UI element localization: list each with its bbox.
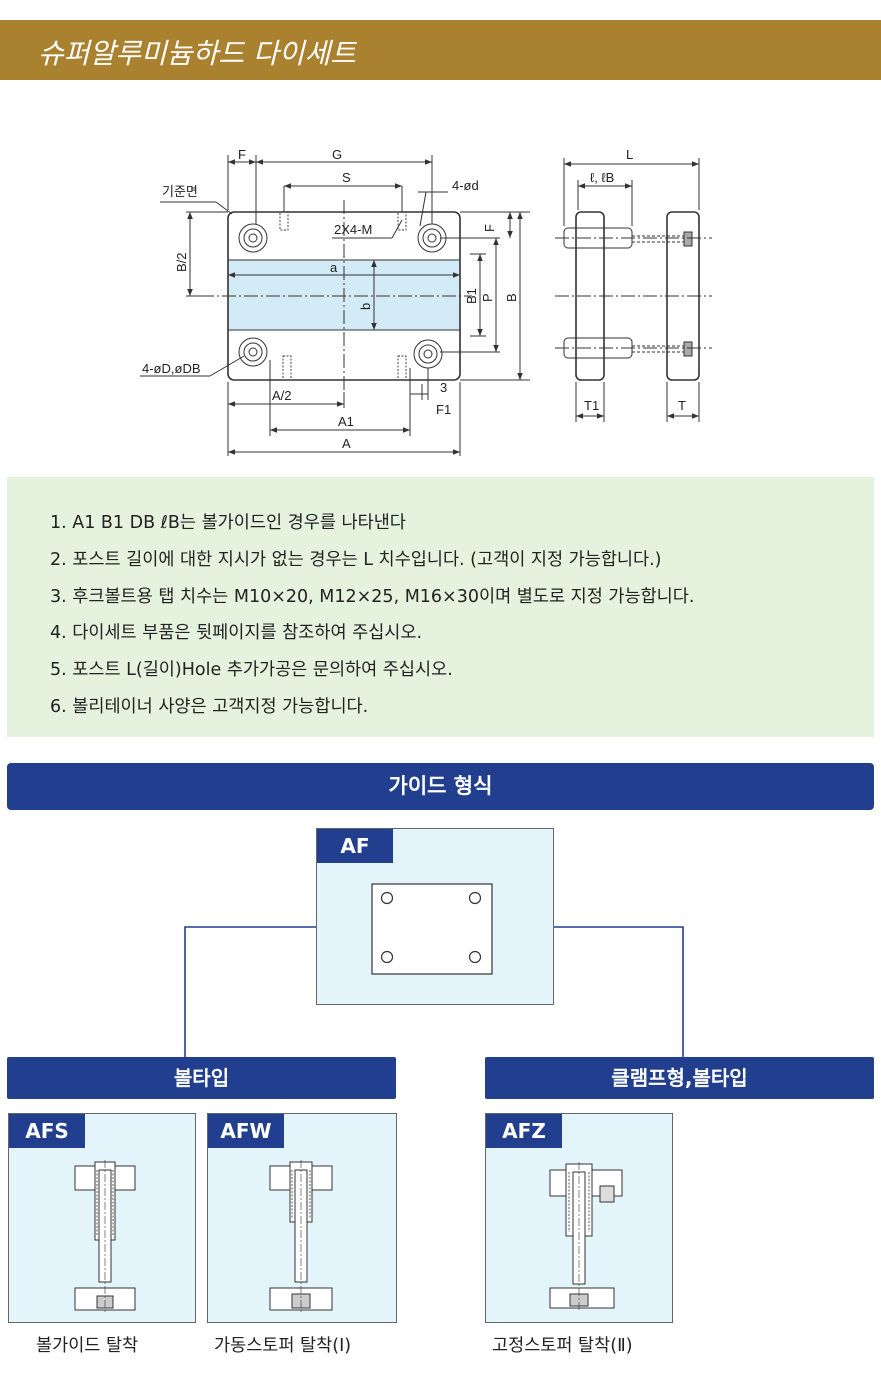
dim-half-A: A/2 [272, 388, 292, 403]
dim-P: P [480, 293, 495, 302]
dim-S: S [342, 170, 351, 185]
dim-B1: B1 [464, 288, 479, 304]
afz-caption: 고정스토퍼 탈착(Ⅱ) [492, 1336, 633, 1356]
notes-box: 1. A1 B1 DB ℓB는 볼가이드인 경우를 나타낸다 2. 포스트 길이… [7, 477, 874, 737]
dim-T1: T1 [584, 398, 599, 413]
dim-F1: F1 [436, 402, 451, 417]
guide-hole-bottom-left [238, 337, 268, 367]
afs-guide-post-icon [74, 1160, 136, 1312]
note-item: 3. 후크볼트용 탭 치수는 M10×20, M12×25, M16×30이며 … [50, 586, 695, 607]
clamp-type-label: 클램프형,볼타입 [611, 1066, 748, 1090]
side-view [555, 158, 712, 422]
afz-tag: AFZ [486, 1114, 562, 1148]
af-plate-icon [371, 883, 493, 975]
dim-L: L [626, 147, 633, 162]
afs-caption: 볼가이드 탈착 [36, 1336, 139, 1356]
dim-hole-D: 4-øD,øDB [142, 361, 201, 376]
dim-F-vertical: F [482, 224, 497, 232]
dim-three: 3 [440, 380, 447, 395]
afs-tag: AFS [9, 1114, 85, 1148]
dim-F: F [238, 147, 246, 162]
afw-panel: AFW [207, 1113, 397, 1323]
afs-panel: AFS [8, 1113, 196, 1323]
dim-hole-d: 4-ød [452, 178, 479, 193]
note-item: 2. 포스트 길이에 대한 지시가 없는 경우는 L 치수입니다. (고객이 지… [50, 549, 662, 570]
ball-type-header: 볼타입 [7, 1057, 396, 1099]
dim-screw: 2X4-M [334, 222, 372, 237]
ball-type-label: 볼타입 [173, 1066, 230, 1090]
afw-guide-post-icon [269, 1160, 333, 1312]
note-item: 1. A1 B1 DB ℓB는 볼가이드인 경우를 나타낸다 [50, 513, 406, 533]
dim-half-B: B/2 [174, 252, 189, 272]
dim-a: a [330, 260, 338, 275]
afw-caption: 가동스토퍼 탈착(Ⅰ) [214, 1336, 352, 1356]
title-bar: 슈퍼알루미늄하드 다이세트 [0, 20, 881, 80]
technical-drawing: F G S 4-ød 기준면 2X4-M a 4-øD,øDB A/2 3 F1… [140, 147, 712, 456]
notes-list: 1. A1 B1 DB ℓB는 볼가이드인 경우를 나타낸다 2. 포스트 길이… [50, 505, 694, 726]
af-tag: AF [317, 829, 393, 863]
page-title: 슈퍼알루미늄하드 다이세트 [38, 37, 357, 70]
afz-guide-post-icon [549, 1162, 623, 1312]
note-item: 4. 다이세트 부품은 뒷페이지를 참조하여 주십시오. [50, 623, 423, 644]
dim-T: T [678, 398, 686, 413]
guide-hole-bottom-right [413, 339, 443, 369]
dim-ref-face: 기준면 [162, 184, 198, 199]
clamp-type-header: 클램프형,볼타입 [485, 1057, 874, 1099]
guide-hole-top-left [238, 223, 268, 253]
dim-b: b [358, 303, 373, 310]
afz-panel: AFZ [485, 1113, 673, 1323]
guide-section-title: 가이드 형식 [388, 774, 493, 798]
guide-section-header: 가이드 형식 [7, 763, 874, 810]
af-panel: AF [316, 828, 554, 1005]
note-item: 5. 포스트 L(길이)Hole 추가가공은 문의하여 주십시오. [50, 660, 453, 681]
afw-tag: AFW [208, 1114, 284, 1148]
dim-A: A [342, 436, 351, 451]
dim-A1: A1 [338, 414, 354, 429]
note-item: 6. 볼리테이너 사양은 고객지정 가능합니다. [50, 696, 369, 717]
connector-lines [184, 926, 684, 1057]
dim-l-lb: ℓ, ℓB [590, 170, 614, 185]
dim-B: B [504, 293, 519, 302]
dim-G: G [332, 147, 342, 162]
